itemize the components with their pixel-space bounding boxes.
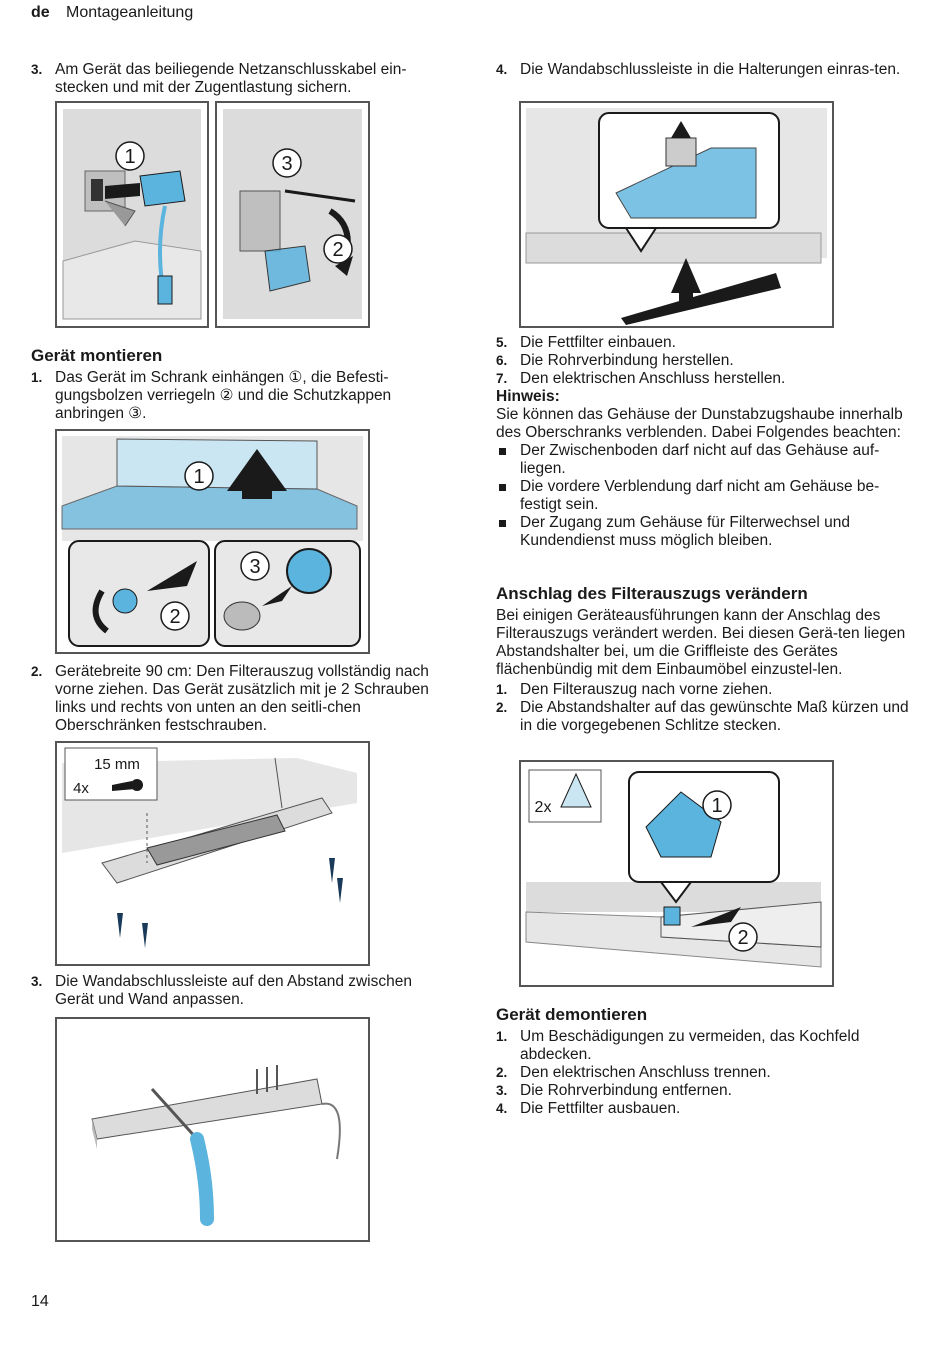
section-adjust-stop-body: Bei einigen Geräteausführungen kann der … [496,607,916,735]
callout-3: 3 [249,556,260,578]
step-2-screw-device: 2. Gerätebreite 90 cm: Den Filterauszug … [31,663,451,735]
step-text: Die Rohrverbindung entfernen. [520,1082,732,1099]
callout-3: 3 [281,153,292,175]
step-number: 1. [496,1029,508,1044]
step-1-hang-device: 1. Das Gerät im Schrank einhängen ①, die… [31,369,451,423]
step-text: Die Rohrverbindung herstellen. [520,352,734,369]
section-title-dismount: Gerät demontieren [496,1005,648,1024]
step-text: Das Gerät im Schrank einhängen ①, die Be… [55,369,392,422]
figure-mount-device: 1 2 3 [55,429,370,654]
step-number: 4. [496,1101,508,1116]
figure-cut-strip [55,1017,370,1242]
figure-screw-device: 15 mm 4x [55,741,370,966]
figure-screw-device-drawing: 15 mm 4x [62,747,363,959]
step-text: Die Wandabschlussleiste auf den Abstand … [55,973,412,1008]
step-text: Die Abstandshalter auf das gewünschte Ma… [520,699,909,734]
figure-snap-strip-drawing [525,108,827,325]
steps-5-7: 5. Die Fettfilter einbauen. 6. Die Rohrv… [496,334,916,550]
section-title-mount: Gerät montieren [31,346,163,365]
step-4-snap-strip: 4. Die Wandabschlussleiste in die Halter… [496,61,916,79]
callout-1: 1 [711,795,722,817]
step-number: 2. [496,700,508,715]
figure-mount-device-drawing: 1 2 3 [61,436,363,647]
step-text: Um Beschädigungen zu vermeiden, das Koch… [520,1028,860,1063]
step-number: 3. [31,974,43,989]
note-bullet: Die vordere Verblendung darf nicht am Ge… [496,478,916,514]
callout-1: 1 [124,146,135,168]
note-text: Sie können das Gehäuse der Dunstabzugsha… [496,406,903,441]
step-number: 5. [496,335,508,350]
note-title: Hinweis: [496,388,560,405]
callout-2: 2 [169,606,180,628]
step-3-adjust-strip: 3. Die Wandabschlussleiste auf den Absta… [31,973,451,1009]
step-text: Die Fettfilter einbauen. [520,334,676,351]
step-number: 3. [31,62,43,77]
step-text: Den Filterauszug nach vorne ziehen. [520,681,773,698]
section-text: Bei einigen Geräteausführungen kann der … [496,607,906,678]
step-number: 7. [496,371,508,386]
page-number: 14 [31,1293,49,1310]
step-text: Die Wandabschlussleiste in die Halterung… [520,61,901,78]
figure-power-cable: 1 3 2 [55,101,370,328]
figure-cut-strip-drawing [91,1065,341,1226]
step-number: 1. [496,682,508,697]
callout-2: 2 [332,239,343,261]
step-text: Den elektrischen Anschluss herstellen. [520,370,786,387]
step-text: Am Gerät das beiliegende Netzanschlusska… [55,61,407,96]
figure-spacer: 2x 1 2 [519,760,834,987]
figure-spacer-drawing: 2x 1 2 [525,767,827,980]
step-3-plug-cable: 3. Am Gerät das beiliegende Netzanschlus… [31,61,451,97]
note-bullet: Der Zugang zum Gehäuse für Filterwechsel… [496,514,916,550]
step-text: Die Fettfilter ausbauen. [520,1100,681,1117]
step-text: Gerätebreite 90 cm: Den Filterauszug vol… [55,663,429,734]
callout-1: 1 [193,466,204,488]
language-code: de [31,4,50,21]
steps-dismount: 1. Um Beschädigungen zu vermeiden, das K… [496,1028,916,1118]
step-number: 3. [496,1083,508,1098]
step-number: 6. [496,353,508,368]
figure-power-cable-drawing: 1 3 2 [55,101,370,328]
screw-size: 15 mm [94,756,140,773]
step-text: Den elektrischen Anschluss trennen. [520,1064,771,1081]
header-title: Montageanleitung [66,4,194,21]
step-number: 2. [31,664,43,679]
note-bullet: Der Zwischenboden darf nicht auf das Geh… [496,442,916,478]
figure-snap-strip [519,101,834,328]
step-number: 1. [31,370,43,385]
section-title-adjust-stop: Anschlag des Filterauszugs verändern [496,584,808,603]
screw-qty: 4x [73,780,89,797]
spacer-qty: 2x [535,799,552,816]
step-number: 4. [496,62,508,77]
step-number: 2. [496,1065,508,1080]
callout-2: 2 [737,927,748,949]
